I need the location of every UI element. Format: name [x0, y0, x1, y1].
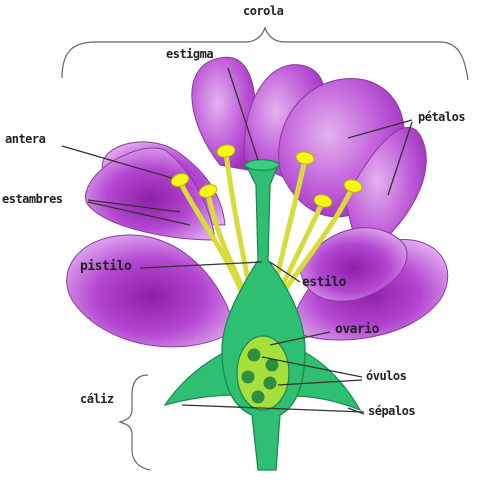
leader-petalos-1: [347, 119, 413, 139]
anther-4: [295, 151, 315, 165]
leader-petalos-2: [387, 121, 413, 196]
leader-pistilo: [139, 261, 263, 269]
label-ovulos: óvulos: [366, 369, 407, 383]
stigma: [243, 159, 281, 171]
leader-sepalos-1: [181, 404, 365, 413]
petal-left: [85, 147, 216, 241]
label-sepalos: sépalos: [368, 404, 416, 418]
sepal-left: [163, 344, 241, 407]
label-corola: corola: [243, 4, 284, 18]
braces: [61, 26, 469, 471]
anther-5: [313, 194, 333, 208]
petal-lower-left: [66, 234, 236, 348]
ovule-5: [251, 390, 265, 404]
pistil: [221, 159, 306, 471]
sepals: [163, 344, 362, 412]
label-estilo: estilo: [302, 275, 346, 290]
petal-far-right: [344, 127, 427, 261]
anther-3: [216, 144, 236, 158]
label-antera: antera: [5, 132, 46, 146]
leader-sepalos-2: [347, 407, 365, 415]
anther-6: [343, 179, 363, 193]
leader-antera: [61, 145, 173, 179]
corola-brace: [61, 26, 469, 81]
anther-2: [198, 184, 218, 198]
label-estambres: estambres: [2, 192, 63, 206]
leader-ovario: [269, 331, 331, 346]
leader-estilo: [269, 261, 301, 283]
label-pistilo: pistilo: [80, 259, 132, 274]
leader-ovulos-1: [261, 356, 363, 378]
ovule-2: [265, 358, 279, 372]
label-estigma: estigma: [166, 47, 214, 61]
anther-1: [170, 173, 190, 187]
petals: [66, 56, 449, 348]
caliz-brace: [118, 374, 151, 471]
sepal-right: [289, 344, 362, 412]
anthers: [170, 144, 363, 208]
leader-lines: [61, 67, 413, 415]
label-petalos: pétalos: [418, 110, 466, 124]
label-caliz: cáliz: [80, 392, 114, 406]
label-ovario: ovario: [335, 322, 379, 337]
leader-estigma: [227, 67, 259, 161]
filament-6: [275, 185, 355, 303]
petal-right-mid: [299, 227, 408, 302]
leader-estambres-2: [87, 201, 191, 226]
ovule-3: [241, 370, 255, 384]
leader-estambres-1: [87, 199, 181, 213]
ovule-1: [247, 348, 261, 362]
ovule-4: [263, 376, 277, 390]
leader-ovulos-2: [277, 379, 363, 386]
